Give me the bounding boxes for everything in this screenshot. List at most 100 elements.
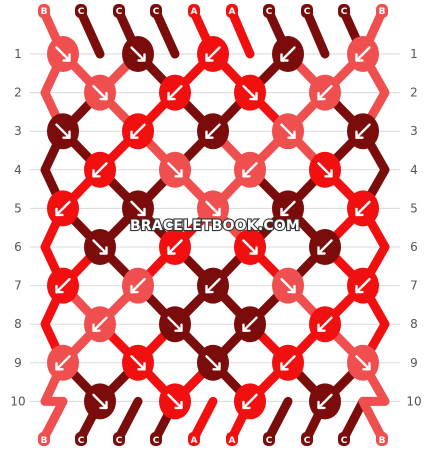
row-number-left: 9	[14, 356, 22, 370]
row-number-left: 5	[14, 201, 22, 215]
row-number-right: 2	[410, 86, 418, 100]
watermark-text: BRACELETBOOK.COM	[130, 218, 300, 234]
row-number-left: 8	[14, 317, 22, 331]
arrow-down-left-icon	[205, 123, 221, 139]
arrow-down-right-icon	[55, 123, 71, 139]
row-number-left: 4	[14, 163, 22, 177]
arrow-head-icon	[55, 284, 64, 294]
arrow-head-icon	[355, 207, 364, 217]
arrow-down-right-icon	[130, 46, 146, 62]
knot	[122, 190, 154, 227]
row-number-left: 1	[14, 47, 22, 61]
knot	[84, 229, 116, 265]
top-strand-label: C	[153, 7, 160, 17]
arrow-head-icon	[130, 130, 139, 139]
bottom-strand-label: C	[78, 436, 85, 446]
knot	[234, 383, 266, 420]
knot	[272, 36, 304, 72]
arrow-head-icon	[167, 91, 176, 101]
arrow-head-icon	[317, 323, 326, 332]
arrow-down-right-icon	[130, 355, 146, 371]
arrow-head-icon	[55, 362, 64, 371]
arrow-down-right-icon	[242, 84, 258, 101]
bottom-strand-label: C	[341, 436, 348, 446]
arrow-head-icon	[137, 362, 146, 371]
arrow-head-icon	[280, 53, 289, 62]
knot	[272, 190, 304, 227]
knot	[197, 190, 229, 227]
knot	[197, 267, 229, 304]
arrow-head-icon	[174, 169, 183, 178]
arrow-head-icon	[242, 169, 251, 178]
knot	[47, 113, 79, 150]
arrow-head-icon	[92, 323, 101, 332]
bottom-strand-label: C	[304, 436, 311, 446]
arrow-head-icon	[317, 246, 326, 255]
arrow-head-icon	[99, 400, 108, 410]
bottom-strand-label: B	[41, 436, 48, 446]
top-strand-cap	[301, 4, 313, 18]
arrow-head-icon	[362, 362, 371, 371]
row-number-right: 3	[410, 124, 418, 138]
arrow-down-right-icon	[92, 84, 108, 101]
arrow-down-right-icon	[92, 393, 108, 410]
knot	[159, 383, 191, 420]
row-number-right: 10	[406, 394, 421, 408]
arrow-head-icon	[137, 53, 146, 62]
top-strand-label: C	[266, 7, 273, 17]
knot	[234, 306, 266, 343]
arrow-down-right-icon	[355, 355, 371, 371]
arrow-down-right-icon	[242, 239, 258, 255]
top-strand-cap	[75, 4, 87, 18]
arrow-down-left-icon	[242, 162, 258, 178]
knot	[84, 383, 116, 420]
arrow-down-right-icon	[280, 123, 296, 139]
top-strand-cap	[113, 4, 125, 18]
knot	[309, 306, 341, 343]
top-strand-label: C	[341, 7, 348, 17]
arrow-head-icon	[99, 246, 108, 255]
top-strand-label: B	[41, 7, 48, 17]
bottom-strand-cap	[150, 432, 162, 446]
bottom-strand-label: C	[266, 436, 273, 446]
row-number-right: 9	[410, 356, 418, 370]
arrow-down-left-icon	[242, 316, 258, 332]
bottom-strand-cap	[376, 432, 388, 446]
row-number-left: 7	[14, 279, 22, 293]
knot	[309, 74, 341, 111]
row-number-left: 10	[10, 394, 25, 408]
arrow-head-icon	[249, 91, 258, 101]
knot	[47, 344, 79, 381]
knot	[84, 74, 116, 111]
arrow-head-icon	[324, 169, 333, 178]
arrow-head-icon	[137, 207, 146, 217]
arrow-head-icon	[287, 130, 296, 139]
knot	[272, 113, 304, 150]
knot	[347, 267, 379, 304]
bottom-strand	[39, 396, 68, 443]
arrow-head-icon	[205, 284, 214, 294]
arrow-head-icon	[242, 400, 251, 410]
knot	[197, 113, 229, 150]
arrow-down-right-icon	[55, 46, 71, 62]
top-strand-label: C	[304, 7, 311, 17]
arrow-down-right-icon	[317, 162, 333, 178]
bottom-strand-label: A	[229, 436, 236, 446]
arrow-down-left-icon	[167, 239, 183, 255]
top-strand	[302, 7, 330, 59]
arrow-down-left-icon	[55, 355, 71, 371]
knot	[197, 36, 229, 72]
arrow-down-left-icon	[55, 277, 71, 294]
top-strand-label: C	[78, 7, 85, 17]
bottom-strand-label: B	[379, 436, 386, 446]
arrow-head-icon	[280, 362, 289, 371]
arrow-down-left-icon	[355, 277, 371, 294]
knot	[84, 151, 116, 188]
knot	[47, 190, 79, 227]
arrow-head-icon	[99, 91, 108, 101]
bottom-strand-label: A	[191, 436, 198, 446]
arrow-head-icon	[355, 284, 364, 294]
arrow-head-icon	[317, 91, 326, 101]
arrow-down-left-icon	[317, 393, 333, 410]
